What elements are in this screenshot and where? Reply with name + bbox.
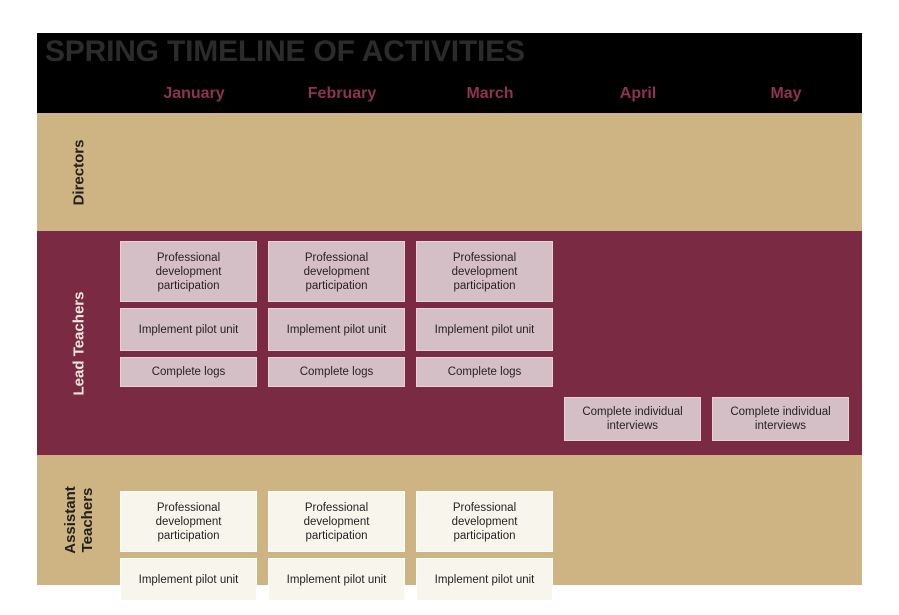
task-box[interactable]: Implement pilot unit — [268, 558, 405, 601]
task-box[interactable]: Professional development participation — [268, 241, 405, 302]
column-header-february: February — [307, 85, 377, 102]
row-label-directors: Directors — [37, 113, 120, 231]
task-box[interactable]: Complete logs — [268, 357, 405, 387]
task-box[interactable]: Professional development participation — [416, 241, 553, 302]
column-header-may: May — [770, 85, 802, 102]
task-box[interactable]: Implement pilot unit — [268, 308, 405, 351]
row-directors: Directors — [37, 113, 862, 231]
task-box[interactable]: Complete logs — [416, 357, 553, 387]
task-box[interactable]: Professional development participation — [120, 241, 257, 302]
task-box[interactable]: Implement pilot unit — [120, 558, 257, 601]
task-box[interactable]: Professional development participation — [268, 491, 405, 552]
row-label-assistant-line2: Teachers — [78, 487, 96, 553]
row-label-directors-text: Directors — [69, 139, 87, 205]
task-box[interactable]: Professional development participation — [416, 491, 553, 552]
task-box[interactable]: Implement pilot unit — [416, 308, 553, 351]
column-header-march: March — [466, 85, 514, 102]
row-label-lead-teachers-text: Lead Teachers — [70, 291, 88, 395]
task-box[interactable]: Complete individual interviews — [712, 397, 849, 441]
page-title: SPRING TIMELINE OF ACTIVITIES — [45, 35, 525, 68]
timeline-chart: SPRING TIMELINE OF ACTIVITIES January Fe… — [37, 33, 862, 601]
row-label-lead-teachers: Lead Teachers — [37, 231, 120, 455]
column-header-april: April — [619, 85, 657, 102]
task-box[interactable]: Implement pilot unit — [416, 558, 553, 601]
row-label-assistant-line1: Assistant — [61, 486, 79, 554]
column-header-january: January — [163, 85, 225, 102]
chart-header-band: SPRING TIMELINE OF ACTIVITIES January Fe… — [37, 33, 862, 113]
task-box[interactable]: Implement pilot unit — [120, 308, 257, 351]
task-box[interactable]: Complete individual interviews — [564, 397, 701, 441]
task-box[interactable]: Professional development participation — [120, 491, 257, 552]
row-lead-teachers: Lead Teachers Professional development p… — [37, 231, 862, 455]
task-box[interactable]: Complete logs — [120, 357, 257, 387]
